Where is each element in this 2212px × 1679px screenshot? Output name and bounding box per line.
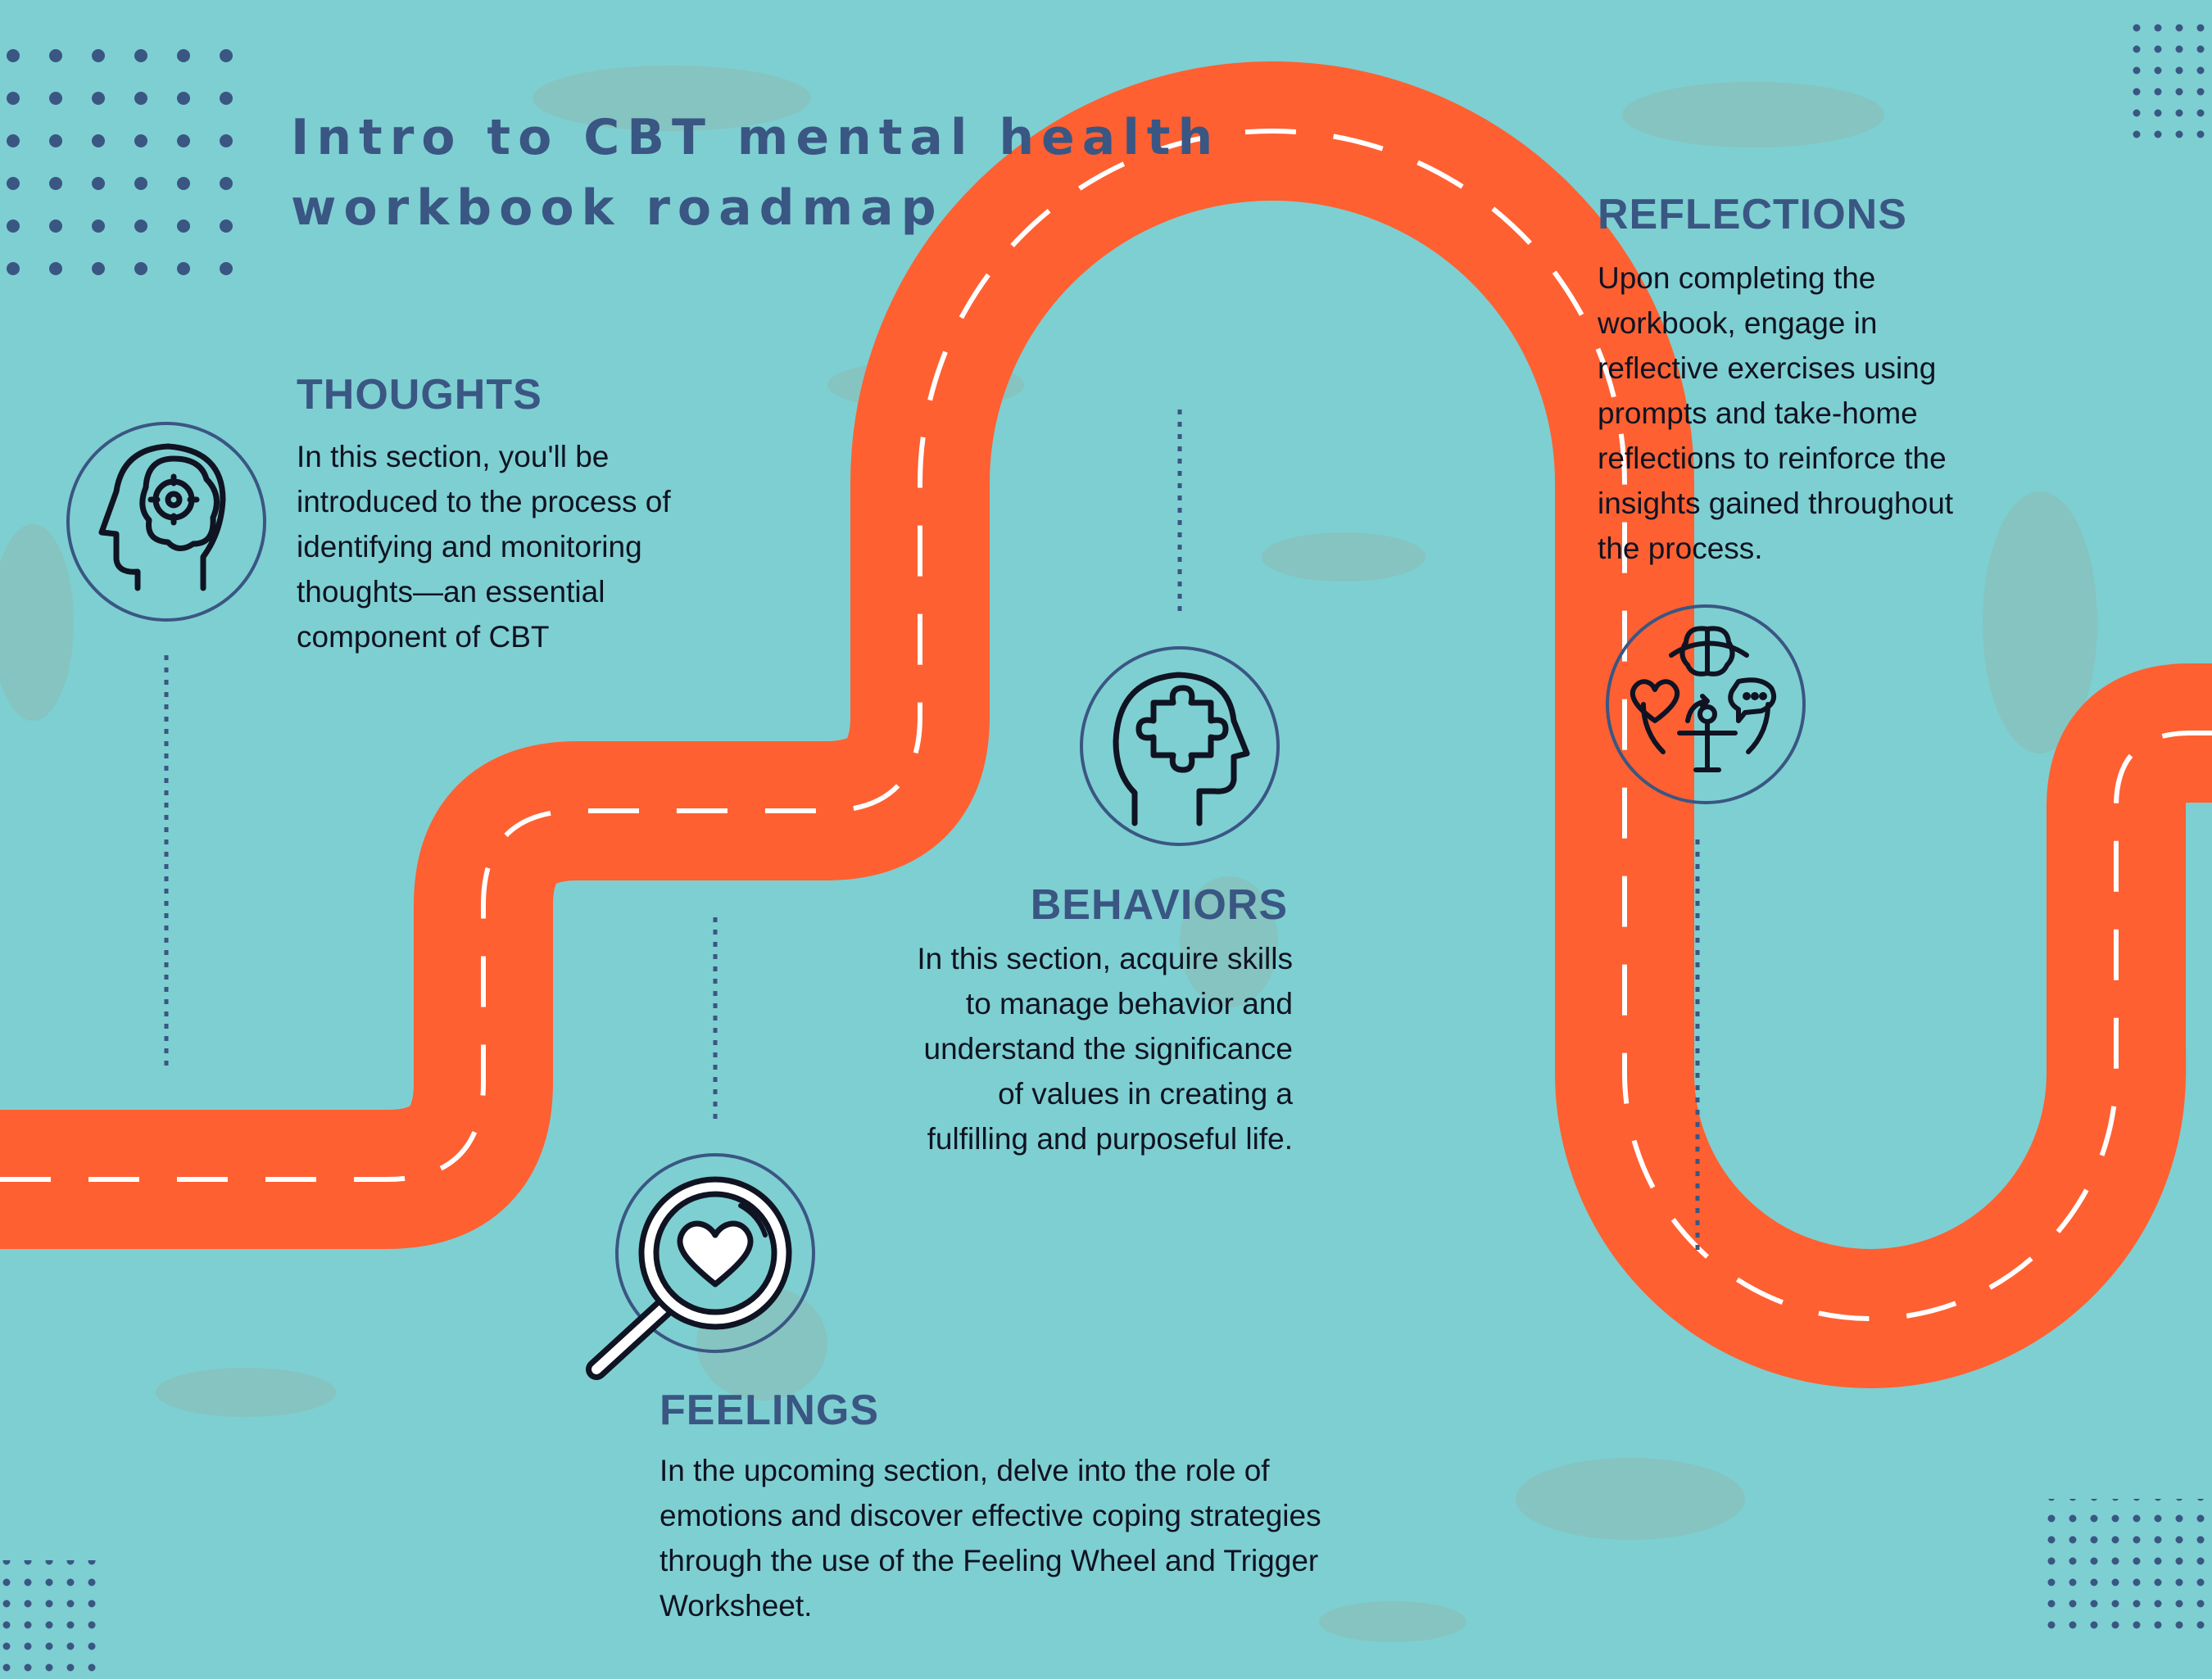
description-line: thoughts—an essential: [297, 575, 605, 609]
page-title: Intro to CBT mental health workbook road…: [291, 102, 1220, 243]
description-line: component of CBT: [297, 620, 550, 654]
description-line: Worksheet.: [660, 1589, 813, 1622]
reflections-icon-badge: [1606, 604, 1806, 804]
description-line: understand the significance: [923, 1032, 1293, 1066]
description-line: reflections to reinforce the: [1598, 441, 1947, 475]
head-with-puzzle-piece-icon: [1113, 672, 1250, 826]
description-line: In this section, you'll be: [297, 440, 610, 473]
description-line: emotions and discover effective coping s…: [660, 1499, 1321, 1532]
reflections-heading: REFLECTIONS: [1598, 191, 1907, 238]
description-line: In this section, acquire skills: [917, 942, 1293, 975]
description-line: identifying and monitoring: [297, 530, 642, 563]
description-line: through the use of the Feeling Wheel and…: [660, 1544, 1319, 1577]
dot-grid-bottom-left: [0, 1560, 98, 1679]
description-line: prompts and take-home: [1598, 396, 1918, 430]
thoughts-description: In this section, you'll be introduced to…: [297, 434, 671, 659]
feelings-description: In the upcoming section, delve into the …: [660, 1448, 1321, 1628]
dot-grid-bottom-right: [2044, 1499, 2212, 1638]
magnifier-heart-icon: [586, 1176, 792, 1380]
description-line: insights gained throughout: [1598, 487, 1954, 520]
description-line: of values in creating a: [998, 1077, 1293, 1111]
brain-heart-chat-person-icon: [1630, 626, 1776, 772]
description-line: Upon completing the: [1598, 261, 1876, 295]
feelings-icon-badge: [586, 1153, 815, 1380]
description-line: fulfilling and purposeful life.: [927, 1122, 1293, 1156]
behaviors-heading: BEHAVIORS: [1030, 881, 1288, 929]
description-line: to manage behavior and: [965, 987, 1293, 1021]
description-line: workbook, engage in: [1598, 306, 1878, 340]
page-title-line-1: Intro to CBT mental health: [291, 109, 1221, 166]
thoughts-heading: THOUGHTS: [297, 371, 542, 419]
description-line: the process.: [1598, 532, 1763, 565]
head-with-brain-gear-icon: [98, 443, 226, 591]
behaviors-icon-badge: [1080, 646, 1280, 846]
road-center-line: [0, 129, 2212, 1321]
feelings-heading: FEELINGS: [660, 1387, 880, 1434]
description-line: In the upcoming section, delve into the …: [660, 1454, 1270, 1487]
reflections-description: Upon completing the workbook, engage in …: [1598, 256, 1953, 571]
description-line: introduced to the process of: [297, 485, 671, 518]
thoughts-icon-badge: [66, 422, 266, 622]
dot-grid-top-left: [0, 49, 238, 295]
behaviors-description: In this section, acquire skills to manag…: [917, 936, 1293, 1161]
dot-grid-top-right: [2122, 11, 2212, 138]
description-line: reflective exercises using: [1598, 351, 1937, 385]
page-title-line-2: workbook roadmap: [291, 179, 944, 237]
